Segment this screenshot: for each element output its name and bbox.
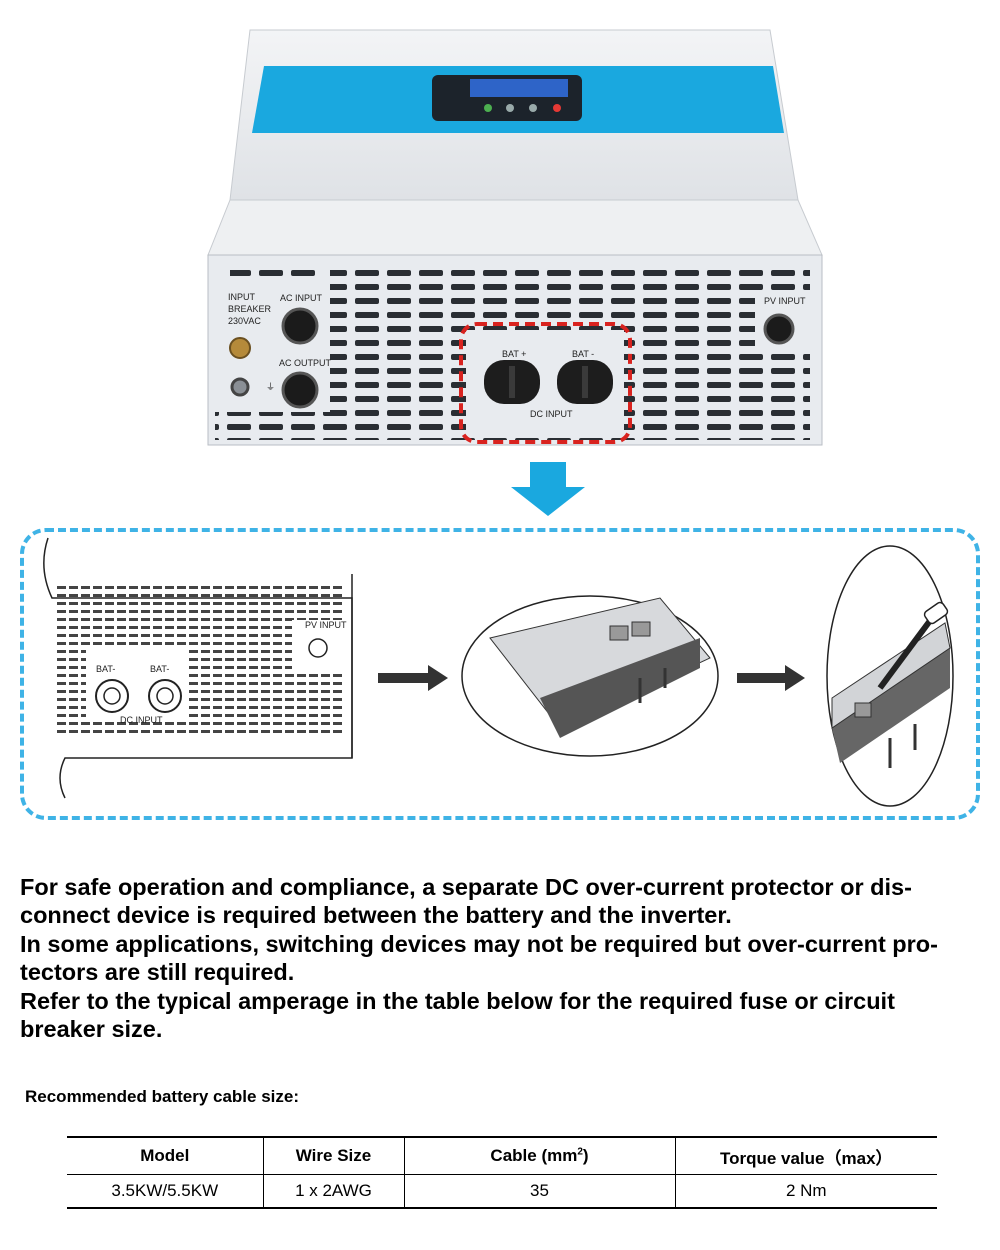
header-wire-size: Wire Size: [262, 1136, 405, 1175]
ground-icon: ⏚: [266, 382, 275, 392]
cell-wire-size: 1 x 2AWG: [262, 1174, 405, 1209]
wiring-diagram: PV INPUT BAT- BAT- DC INPUT: [43, 537, 954, 807]
header-model: Model: [67, 1136, 264, 1175]
ac-output-port: [281, 371, 319, 409]
dc-input-highlight: [459, 322, 632, 444]
dc-input-label: DC INPUT: [530, 409, 573, 419]
header-cable: Cable (mm2): [403, 1136, 676, 1175]
right-arrow-icon: [737, 665, 805, 691]
diagram-bat-left-label: BAT-: [96, 664, 115, 674]
bat-minus-label: BAT -: [572, 349, 594, 359]
header-torque: Torque value（max）: [674, 1136, 937, 1175]
ac-input-port: [281, 307, 319, 345]
right-arrow-icon: [378, 665, 448, 691]
safety-notes: For safe operation and compliance, a sep…: [20, 873, 980, 1043]
inverter-photo: INPUT BREAKER 230VAC AC INPUT AC OUTPUT …: [207, 29, 823, 516]
svg-text:230VAC: 230VAC: [228, 316, 261, 326]
table-header-row: Model Wire Size Cable (mm2) Torque value…: [67, 1136, 937, 1175]
ac-input-label: AC INPUT: [280, 293, 323, 303]
diagram-dc-input-label: DC INPUT: [120, 715, 163, 725]
lcd-display: [432, 75, 582, 121]
cell-model: 3.5KW/5.5KW: [67, 1174, 264, 1209]
pv-input-port: [763, 313, 795, 345]
wiring-diagram-frame: [20, 528, 980, 820]
panel-dc-input-drawing: PV INPUT BAT- BAT- DC INPUT: [43, 537, 353, 799]
panel-terminal-drawing: [461, 595, 719, 757]
down-arrow-icon: [511, 462, 585, 516]
note-paragraph: For safe operation and compliance, a sep…: [20, 874, 912, 929]
ac-output-label: AC OUTPUT: [279, 358, 332, 368]
diagram-bat-right-label: BAT-: [150, 664, 169, 674]
pv-input-label: PV INPUT: [764, 296, 806, 306]
breaker-icon: [229, 337, 251, 397]
cell-cable: 35: [403, 1174, 676, 1209]
battery-cable-table: Model Wire Size Cable (mm2) Torque value…: [67, 1136, 937, 1209]
input-breaker-label: INPUT BREAKER 230VAC: [228, 292, 272, 326]
bat-plus-label: BAT +: [502, 349, 526, 359]
svg-text:INPUT: INPUT: [228, 292, 256, 302]
cell-torque: 2 Nm: [674, 1174, 937, 1209]
table-title: Recommended battery cable size:: [25, 1087, 299, 1106]
diagram-pv-input-label: PV INPUT: [305, 620, 347, 630]
note-paragraph: Refer to the typical amperage in the tab…: [20, 987, 895, 1043]
note-paragraph: In some applications, switching devices …: [20, 930, 938, 986]
panel-screwdriver-drawing: [826, 545, 954, 807]
svg-text:BREAKER: BREAKER: [228, 304, 272, 314]
table-row: 3.5KW/5.5KW 1 x 2AWG 35 2 Nm: [67, 1174, 937, 1209]
